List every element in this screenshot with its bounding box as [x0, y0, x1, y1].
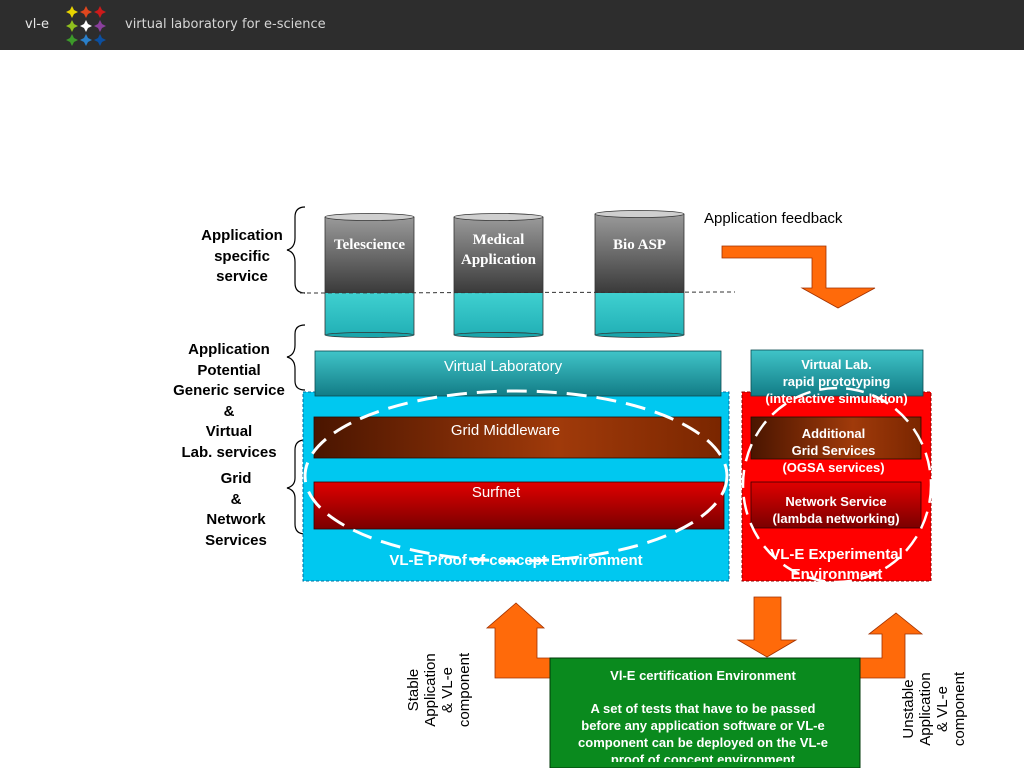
stable-label: Stable Application & VL-e component [405, 652, 473, 728]
cert-box [549, 657, 861, 768]
cylinder-telescience [324, 213, 415, 338]
app-medical-label: Medical Application [460, 232, 536, 268]
exp-env-label: VL-E Experimental Environment [770, 546, 903, 583]
brace-grid-network [286, 439, 306, 535]
poc-virtual-lab-bar [314, 350, 722, 397]
poc-surfnet-bar [313, 481, 725, 530]
label-generic-service: Application Potential Generic service & … [173, 341, 285, 461]
logo-petal [66, 34, 78, 46]
cylinder-medical [453, 213, 544, 338]
exp-virtual-lab-label: Virtual Lab. rapid prototyping (interact… [765, 357, 908, 406]
logo-petal [66, 6, 78, 18]
header-bar: vl-e virtual laboratory for e-science [0, 0, 1024, 50]
down-arrow-to-cert [736, 596, 798, 658]
unstable-label: Unstable Application & VL-e component [900, 671, 968, 747]
poc-dashed-ellipse [303, 389, 729, 563]
app-telescience-label: Telescience [333, 237, 406, 253]
feedback-arrow [721, 245, 876, 309]
brace-application-specific [286, 206, 306, 294]
poc-virtual-lab-label: Virtual Laboratory [443, 358, 563, 375]
vle-logo-icon [66, 6, 106, 46]
poc-grid-middleware-bar [313, 416, 722, 459]
exp-network-service-label: Network Service (lambda networking) [772, 494, 900, 526]
poc-env-label: VL-E Proof of concept Environment [389, 552, 643, 569]
exp-virtual-lab-bar [750, 349, 924, 397]
logo-petal [94, 34, 106, 46]
cylinder-bioasp [594, 210, 685, 338]
exp-grid-services-label: Additional Grid Services (OGSA services) [782, 426, 885, 475]
logo-petal [66, 20, 78, 32]
brace-generic-service [286, 324, 306, 391]
logo-petal [80, 20, 92, 32]
app-bioasp-label: Bio ASP [613, 237, 666, 253]
unstable-arrow [859, 612, 924, 679]
feedback-label: Application feedback [704, 210, 843, 227]
poc-surfnet-label: Surfnet [471, 484, 521, 501]
logo-petal [80, 34, 92, 46]
cert-body-clip: A set of tests that have to be passed be… [550, 700, 856, 762]
cert-title: Vl-E certification Environment [610, 668, 796, 683]
tagline: virtual laboratory for e-science [125, 17, 326, 32]
label-application-specific: Application specific service [201, 227, 283, 285]
poc-grid-middleware-label: Grid Middleware [450, 422, 561, 439]
exp-grid-services-bar [750, 416, 922, 460]
exp-network-service-bar [750, 481, 922, 529]
cert-body: A set of tests that have to be passed be… [578, 701, 828, 762]
brand-short: vl-e [25, 17, 49, 32]
label-grid-network: Grid & Network Services [205, 470, 267, 549]
logo-petal [80, 6, 92, 18]
logo-petal [94, 6, 106, 18]
exp-dashed-ellipse [741, 386, 933, 584]
logo-petal [94, 20, 106, 32]
dashed-divider [299, 291, 736, 294]
diagram-canvas [286, 206, 933, 768]
